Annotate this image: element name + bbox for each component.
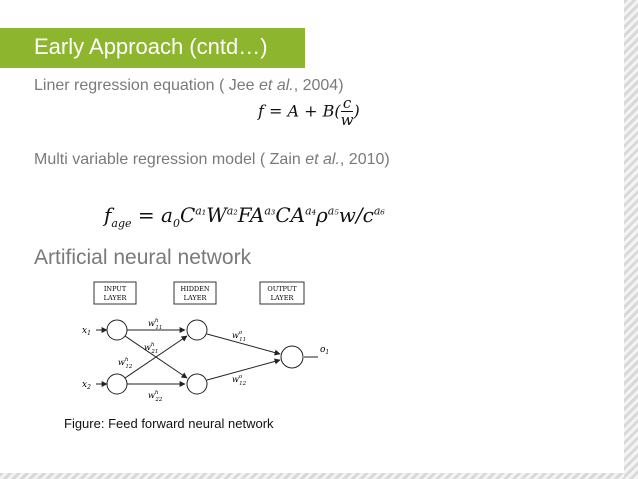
bullet-multi-variable-regression: Multi variable regression model ( Zain e…: [34, 151, 390, 169]
hidden-node-1: [186, 319, 208, 341]
eq2-rho: ρ: [316, 203, 328, 227]
hidden-node-2: [186, 373, 208, 395]
eq2-rho-sup: a₅: [327, 204, 339, 218]
eq1-lhs: f: [258, 101, 264, 121]
input-layer-label-1: INPUT: [104, 285, 127, 293]
bullet-italic: et al.: [305, 151, 340, 168]
eq2-equals: =: [131, 203, 161, 227]
bullet-tail: , 2010): [339, 151, 390, 168]
hidden-layer-label-1: HIDDEN: [180, 285, 209, 293]
eq1-mid: = A + B(: [263, 101, 341, 121]
eq2-CA: CA: [275, 203, 306, 227]
eq2-w-sup: a₆: [373, 204, 385, 218]
title-bar: [0, 28, 305, 68]
input-layer-box: INPUT LAYER: [93, 281, 137, 305]
output-layer-label-1: OUTPUT: [267, 285, 297, 293]
eq2-W: W: [206, 203, 227, 227]
edge-i2-h1: [124, 335, 188, 379]
eq2-C: C: [179, 203, 196, 227]
slide-title: Early Approach (cntd…): [34, 34, 268, 59]
eq2-w-over-c: w/c: [338, 203, 374, 227]
figure-caption: Figure: Feed forward neural network: [64, 416, 274, 431]
eq2-a0: a: [161, 203, 173, 227]
bullet-text: Multi variable regression model ( Zain: [34, 151, 306, 168]
eq1-denominator: w: [340, 111, 354, 129]
bullet-tail: , 2004): [293, 77, 344, 94]
eq2-f: f: [104, 203, 112, 227]
output-layer-box: OUTPUT LAYER: [259, 281, 305, 305]
output-layer-label-2: LAYER: [271, 294, 295, 302]
bullet-linear-regression: Liner regression equation ( Jee et al., …: [34, 77, 344, 95]
bullet-italic: et al.: [259, 77, 294, 94]
eq2-W-sup: a₂: [226, 204, 238, 218]
output-node-1: [280, 345, 304, 369]
eq2-f-sub: age: [111, 217, 132, 230]
eq2-FA: FA: [237, 203, 265, 227]
bullet-text: Liner regression equation ( Jee: [34, 77, 260, 94]
hidden-layer-label-2: LAYER: [184, 294, 208, 302]
neural-network-diagram: INPUT LAYER HIDDEN LAYER OUTPUT LAYER x1…: [82, 281, 329, 403]
decorative-bottom-strip: [0, 473, 624, 479]
eq2-FA-sup: a₃: [264, 204, 276, 218]
eq2-C-sup: a₁: [195, 204, 207, 218]
eq2-CA-sup: a₄: [305, 204, 317, 218]
multi-variable-equation: fage = a0Ca₁Wa₂FAa₃CAa₄ρa₅w/ca₆: [104, 203, 385, 230]
input-node-1: [106, 319, 128, 341]
bullet-ann: Artificial neural network: [34, 246, 252, 269]
label-x2: x2: [82, 380, 91, 391]
label-o1: o1: [320, 345, 329, 356]
hidden-layer-box: HIDDEN LAYER: [173, 281, 217, 305]
decorative-side-strip: [624, 0, 638, 479]
input-layer-label-2: LAYER: [104, 294, 128, 302]
input-node-2: [106, 373, 128, 395]
eq1-numerator: c: [342, 94, 352, 112]
edge-h1-o1: [206, 333, 281, 356]
label-x1: x1: [82, 326, 91, 337]
eq1-end: ): [353, 101, 360, 121]
eq2-a0-sub: 0: [172, 217, 180, 230]
edge-h2-o1: [206, 358, 281, 381]
